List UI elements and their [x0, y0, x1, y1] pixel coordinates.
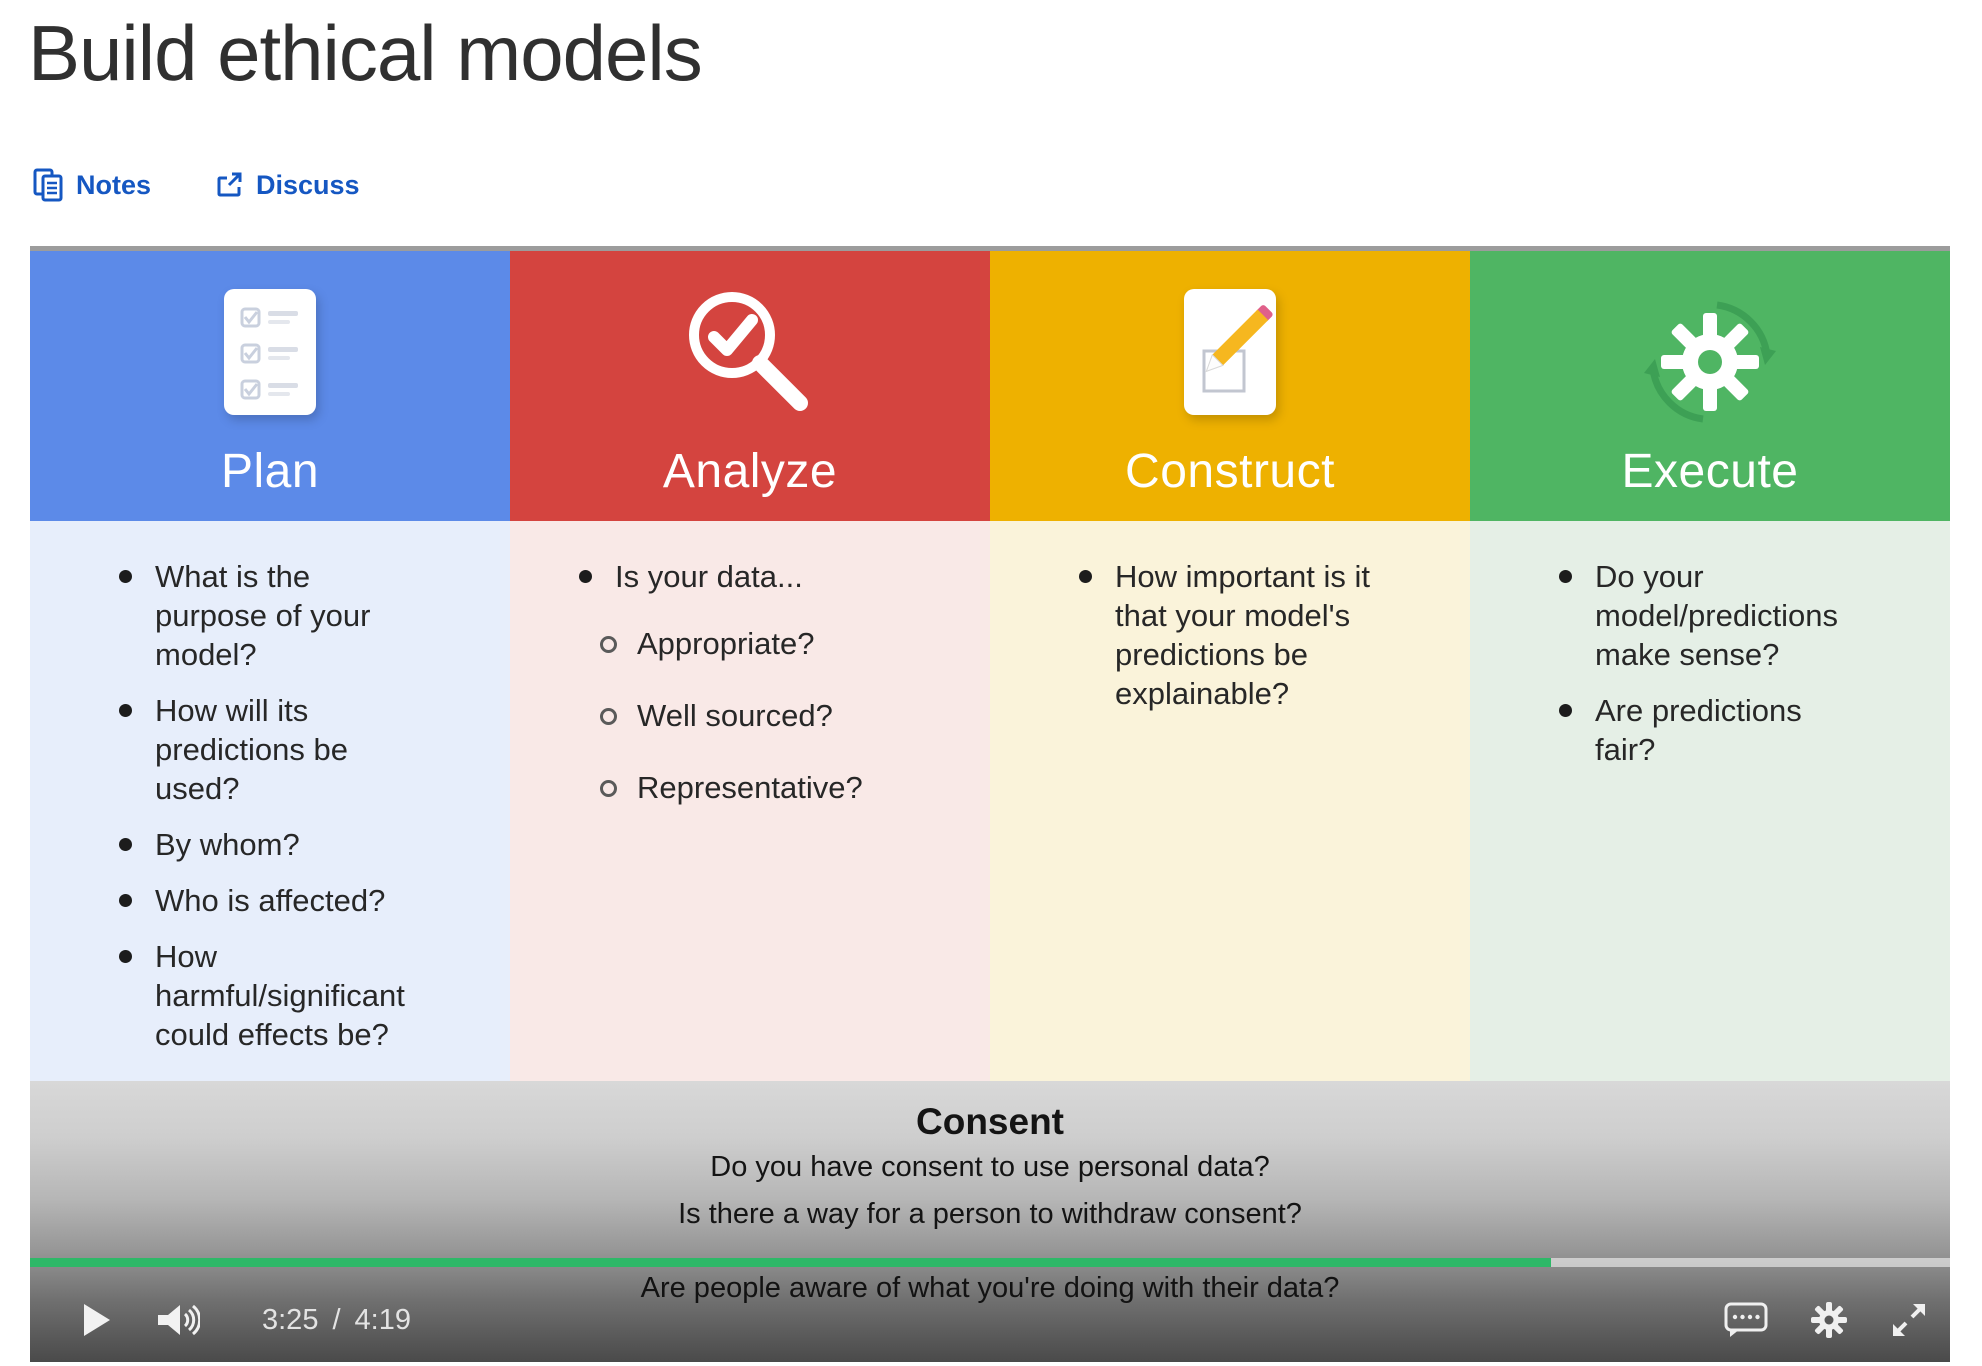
external-link-icon: [215, 171, 243, 199]
volume-button[interactable]: [156, 1302, 200, 1338]
construct-label: Construct: [1125, 445, 1335, 498]
page-title: Build ethical models: [28, 9, 703, 97]
settings-gear-button[interactable]: [1810, 1301, 1848, 1339]
sub-bullet-item: Well sourced?: [600, 696, 980, 735]
consent-title: Consent: [916, 1101, 1064, 1142]
discuss-label: Discuss: [256, 169, 360, 200]
play-button[interactable]: [82, 1302, 112, 1338]
duration: 4:19: [354, 1303, 411, 1336]
player-controls: 3:25 / 4:19: [30, 1295, 1950, 1345]
current-time: 3:25: [262, 1303, 319, 1336]
analyze-bullet-list: Is your data... Appropriate? Well source…: [510, 557, 990, 807]
construct-body: How important is it that your model's pr…: [990, 521, 1470, 1081]
fullscreen-button[interactable]: [1890, 1301, 1928, 1339]
column-plan: Plan What is the purpose of your model? …: [30, 251, 510, 1081]
sub-bullet-item: Representative?: [600, 768, 980, 807]
bullet-item: How important is it that your model's pr…: [1079, 557, 1405, 713]
time-separator: /: [332, 1303, 341, 1336]
magnifier-check-icon: [510, 287, 990, 419]
plan-header: Plan: [30, 251, 510, 521]
discuss-link[interactable]: Discuss: [215, 170, 360, 201]
column-execute: Execute Do your model/predictions make s…: [1470, 251, 1950, 1081]
plan-label: Plan: [220, 445, 320, 498]
analyze-sub-list: Appropriate? Well sourced? Representativ…: [600, 624, 980, 807]
controls-right: [1724, 1301, 1928, 1339]
progress-bar[interactable]: [30, 1258, 1950, 1267]
video-player[interactable]: Plan What is the purpose of your model? …: [30, 246, 1950, 1362]
notes-link[interactable]: Notes: [33, 168, 151, 202]
pencil-checkbox-icon: [990, 287, 1470, 419]
consent-line: Is there a way for a person to withdraw …: [678, 1198, 1302, 1230]
execute-body: Do your model/predictions make sense? Ar…: [1470, 521, 1950, 1081]
execute-header: Execute: [1470, 251, 1950, 521]
bullet-item: Are predictions fair?: [1559, 691, 1845, 769]
bullet-item: What is the purpose of your model?: [119, 557, 395, 674]
checklist-icon: [30, 287, 510, 419]
consent-line: Do you have consent to use personal data…: [710, 1151, 1270, 1183]
gear-cycle-icon: [1470, 287, 1950, 437]
execute-label: Execute: [1621, 445, 1799, 498]
analyze-label: Analyze: [662, 445, 838, 498]
analyze-body: Is your data... Appropriate? Well source…: [510, 521, 990, 1081]
analyze-header: Analyze: [510, 251, 990, 521]
bullet-item: Is your data...: [579, 557, 915, 596]
execute-bullet-list: Do your model/predictions make sense? Ar…: [1470, 557, 1950, 769]
slide-columns: Plan What is the purpose of your model? …: [30, 251, 1950, 1081]
sub-bullet-item: Appropriate?: [600, 624, 980, 663]
notes-label: Notes: [76, 169, 152, 200]
controls-left: 3:25 / 4:19: [82, 1302, 411, 1338]
time-display: 3:25 / 4:19: [262, 1304, 411, 1337]
consent-panel: Consent Do you have consent to use perso…: [30, 1081, 1950, 1362]
column-construct: Construct How important is it that your …: [990, 251, 1470, 1081]
bullet-item: How harmful/significant could effects be…: [119, 939, 405, 1052]
captions-button[interactable]: [1724, 1302, 1768, 1338]
bullet-item: By whom?: [119, 825, 395, 864]
bullet-item: Do your model/predictions make sense?: [1559, 557, 1845, 674]
notes-icon: [33, 168, 63, 202]
plan-body: What is the purpose of your model? How w…: [30, 521, 510, 1081]
plan-bullet-list: What is the purpose of your model? How w…: [30, 557, 510, 1054]
column-analyze: Analyze Is your data... Appropriate? Wel…: [510, 251, 990, 1081]
bullet-item: Who is affected?: [119, 881, 395, 920]
bullet-item: How will its predictions be used?: [119, 691, 395, 808]
toolbar: Notes Discuss: [33, 168, 360, 202]
construct-bullet-list: How important is it that your model's pr…: [990, 557, 1470, 713]
construct-header: Construct: [990, 251, 1470, 521]
consent-line: Are people aware of what you're doing wi…: [640, 1272, 1340, 1304]
progress-fill: [30, 1258, 1551, 1267]
